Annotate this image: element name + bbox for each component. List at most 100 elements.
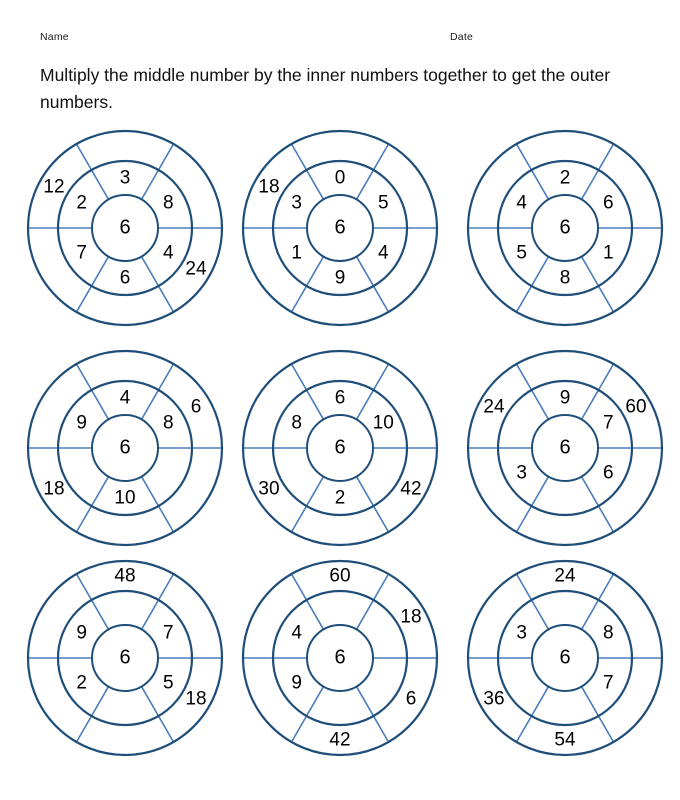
wheel-center-number: 6 bbox=[334, 646, 346, 669]
wheel-inner-number-top: 6 bbox=[334, 387, 346, 409]
header-fields: Name Date bbox=[0, 31, 680, 47]
wheel-spoke-240 bbox=[290, 686, 325, 743]
wheel-inner-number-bottom: 2 bbox=[334, 487, 346, 509]
wheel-inner-number-lower-right: 4 bbox=[378, 242, 389, 264]
wheel-spoke-60 bbox=[140, 143, 175, 200]
wheel-ring-outer bbox=[241, 349, 439, 547]
wheel-rings-and-spokes bbox=[241, 349, 439, 547]
wheel-spoke-60 bbox=[580, 363, 615, 420]
wheel-inner-number-top: 9 bbox=[559, 387, 571, 409]
date-field-label: Date bbox=[450, 31, 473, 43]
wheel-inner-number-lower-left: 3 bbox=[516, 462, 527, 484]
wheel-ring-middle bbox=[271, 159, 409, 297]
wheel-ring-outer bbox=[466, 559, 664, 757]
wheel-inner-number-bottom: 10 bbox=[114, 487, 136, 509]
wheel-spoke-300 bbox=[140, 256, 175, 313]
wheel-spoke-240 bbox=[515, 476, 550, 533]
wheel-inner-number-upper-left: 2 bbox=[76, 192, 87, 214]
wheel-center-number: 6 bbox=[334, 436, 346, 459]
wheel-ring-inner bbox=[306, 194, 374, 262]
wheel-spoke-300 bbox=[355, 476, 390, 533]
wheel-spoke-240 bbox=[75, 686, 110, 743]
wheel-inner-number-upper-right: 5 bbox=[378, 192, 389, 214]
wheel-center-number: 6 bbox=[559, 436, 571, 459]
wheel-inner-number-lower-right: 1 bbox=[603, 242, 614, 264]
wheel-spoke-120 bbox=[515, 573, 550, 630]
wheel-spoke-240 bbox=[75, 256, 110, 313]
wheel-outer-number-lower-left: 18 bbox=[43, 478, 65, 500]
wheel-center-number: 6 bbox=[334, 216, 346, 239]
wheel-inner-number-upper-left: 8 bbox=[291, 412, 302, 434]
wheel-ring-inner bbox=[306, 624, 374, 692]
wheel-spoke-300 bbox=[580, 686, 615, 743]
wheel-ring-middle bbox=[56, 159, 194, 297]
wheel-outer-number-bottom: 42 bbox=[329, 729, 351, 751]
wheel-spoke-240 bbox=[290, 476, 325, 533]
wheel-spoke-120 bbox=[290, 143, 325, 200]
wheel-ring-outer bbox=[466, 129, 664, 327]
wheel-ring-outer bbox=[241, 129, 439, 327]
wheel-center-number: 6 bbox=[559, 646, 571, 669]
wheel-spoke-60 bbox=[355, 363, 390, 420]
wheel-spoke-60 bbox=[580, 143, 615, 200]
wheel-inner-number-upper-left: 4 bbox=[516, 192, 527, 214]
wheel-spoke-120 bbox=[290, 573, 325, 630]
wheel-rings-and-spokes bbox=[466, 129, 664, 327]
wheel-ring-middle bbox=[496, 589, 634, 727]
wheel-inner-number-upper-left: 4 bbox=[291, 622, 302, 644]
wheel-outer-number-upper-right: 6 bbox=[190, 396, 202, 418]
wheel-spoke-240 bbox=[515, 686, 550, 743]
wheel-ring-inner bbox=[91, 194, 159, 262]
wheel-inner-number-upper-right: 10 bbox=[372, 412, 394, 434]
wheel-outer-number-lower-right: 18 bbox=[185, 688, 207, 710]
wheel-inner-number-lower-right: 4 bbox=[163, 242, 174, 264]
wheel-outer-number-top: 24 bbox=[554, 565, 576, 587]
wheel-inner-number-upper-right: 8 bbox=[163, 412, 174, 434]
wheel-spoke-300 bbox=[140, 476, 175, 533]
wheel-spoke-60 bbox=[580, 573, 615, 630]
wheel-inner-number-bottom: 6 bbox=[119, 267, 131, 289]
wheel-inner-number-upper-left: 3 bbox=[516, 622, 527, 644]
wheel-spoke-240 bbox=[515, 256, 550, 313]
wheel-spoke-60 bbox=[140, 363, 175, 420]
wheel-rings-and-spokes bbox=[466, 559, 664, 757]
wheel-inner-number-upper-right: 7 bbox=[163, 622, 174, 644]
wheel-inner-number-upper-left: 3 bbox=[291, 192, 302, 214]
wheel-ring-inner bbox=[531, 624, 599, 692]
wheel-spoke-240 bbox=[75, 476, 110, 533]
wheel-center-number: 6 bbox=[119, 216, 131, 239]
wheel-ring-inner bbox=[531, 414, 599, 482]
wheel-inner-number-lower-right: 7 bbox=[603, 672, 614, 694]
wheel-spoke-120 bbox=[290, 363, 325, 420]
wheel-inner-number-upper-right: 8 bbox=[163, 192, 174, 214]
wheel-ring-inner bbox=[91, 414, 159, 482]
wheel-ring-inner bbox=[91, 624, 159, 692]
wheel-ring-outer bbox=[241, 559, 439, 757]
wheel-ring-middle bbox=[496, 379, 634, 517]
wheel-center-number: 6 bbox=[119, 646, 131, 669]
wheel-inner-number-bottom: 9 bbox=[334, 267, 346, 289]
wheel-spoke-300 bbox=[140, 686, 175, 743]
wheel-inner-number-upper-left: 9 bbox=[76, 412, 87, 434]
wheel-spoke-300 bbox=[355, 256, 390, 313]
wheel-ring-inner bbox=[531, 194, 599, 262]
wheel-inner-number-lower-left: 1 bbox=[291, 242, 302, 264]
wheel-spoke-300 bbox=[580, 476, 615, 533]
wheel-rings-and-spokes bbox=[241, 129, 439, 327]
wheel-inner-number-lower-left: 7 bbox=[76, 242, 87, 264]
wheel-ring-middle bbox=[56, 589, 194, 727]
wheel-ring-middle bbox=[56, 379, 194, 517]
wheel-inner-number-lower-right: 6 bbox=[603, 462, 614, 484]
wheel-spoke-300 bbox=[580, 256, 615, 313]
wheel-outer-number-upper-left: 12 bbox=[43, 176, 65, 198]
wheel-outer-number-lower-left: 36 bbox=[483, 688, 505, 710]
wheel-inner-number-top: 0 bbox=[334, 167, 346, 189]
